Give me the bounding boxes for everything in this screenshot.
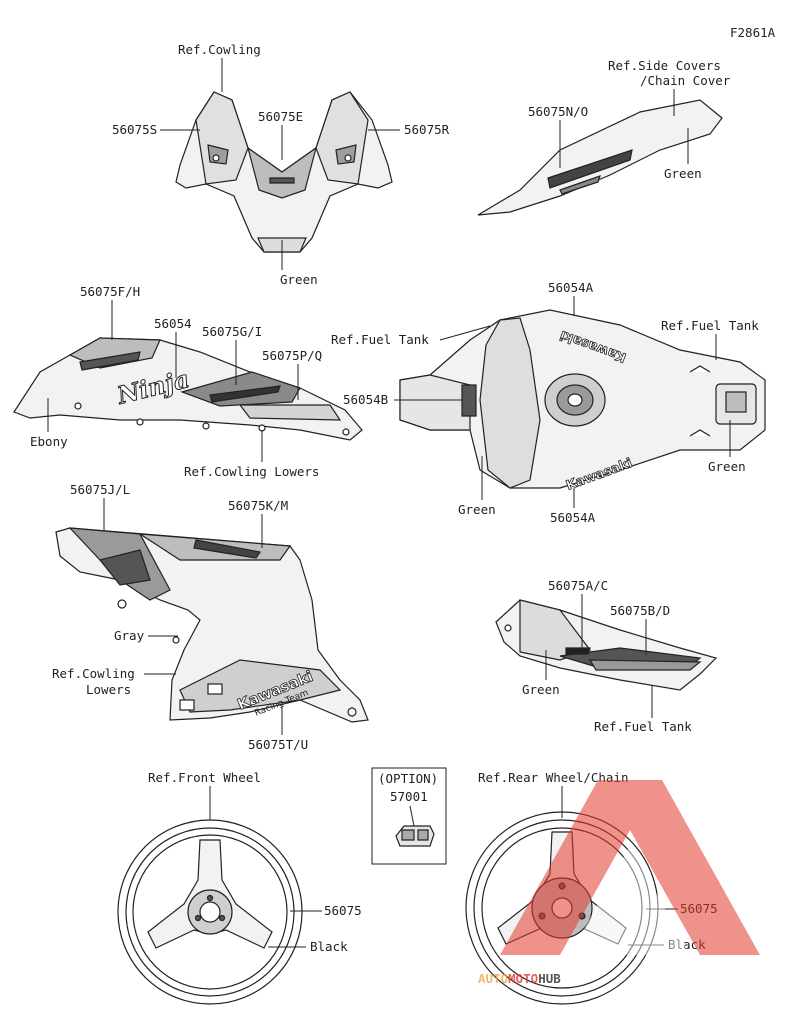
watermark-text: AUTOMOTOHUB	[478, 971, 561, 986]
label-56054: 56054	[154, 316, 192, 331]
watermark-auto: AUTO	[478, 971, 508, 986]
label-option: (OPTION)	[378, 771, 438, 786]
watermark-hub: HUB	[538, 971, 561, 986]
label-56075FH: 56075F/H	[80, 284, 140, 299]
label-56054A-bottom: 56054A	[550, 510, 596, 525]
watermark-logo	[500, 780, 760, 955]
fuel-tank	[399, 309, 766, 489]
label-green-tank-right: Green	[708, 459, 746, 474]
label-black-front: Black	[310, 939, 348, 954]
label-green-tank-left: Green	[458, 502, 496, 517]
label-green-tail: Green	[522, 682, 560, 697]
label-ebony: Ebony	[30, 434, 68, 449]
label-ref-front-wheel: Ref.Front Wheel	[148, 770, 261, 785]
label-ref-fuel-tank-tail: Ref.Fuel Tank	[594, 719, 692, 734]
watermark-moto: MOTO	[508, 971, 538, 986]
label-ref-rear-wheel: Ref.Rear Wheel/Chain	[478, 770, 629, 785]
label-chain-cover: /Chain Cover	[640, 73, 731, 88]
label-ref-fuel-tank-right: Ref.Fuel Tank	[661, 318, 759, 333]
label-56075JL: 56075J/L	[70, 482, 130, 497]
front-wheel	[117, 819, 303, 1005]
side-fairing	[13, 337, 363, 441]
label-green-side: Green	[664, 166, 702, 181]
label-ref-side-covers: Ref.Side Covers	[608, 58, 721, 73]
side-cover	[477, 99, 723, 216]
label-56075BD: 56075B/D	[610, 603, 670, 618]
label-ref-cowling: Ref.Cowling	[178, 42, 261, 57]
option-box	[371, 767, 447, 865]
label-gray: Gray	[114, 628, 145, 643]
label-56075GI: 56075G/I	[202, 324, 262, 339]
label-56075NO: 56075N/O	[528, 104, 588, 119]
tail-cowl	[495, 599, 718, 691]
lower-cowling	[55, 527, 369, 723]
label-ref-fuel-tank-left: Ref.Fuel Tank	[331, 332, 429, 347]
label-56054A-top: 56054A	[548, 280, 594, 295]
label-56075KM: 56075K/M	[228, 498, 288, 513]
label-ref-cowling-lowers-2b: Lowers	[86, 682, 131, 697]
label-ref-cowling-lowers-1: Ref.Cowling Lowers	[184, 464, 319, 479]
upper-cowling	[175, 91, 393, 253]
label-56075R: 56075R	[404, 122, 450, 137]
label-56075AC: 56075A/C	[548, 578, 608, 593]
label-ref-cowling-lowers-2a: Ref.Cowling	[52, 666, 135, 681]
label-56075-front: 56075	[324, 903, 362, 918]
label-56075E: 56075E	[258, 109, 303, 124]
label-56075TU: 56075T/U	[248, 737, 308, 752]
label-green-cowl: Green	[280, 272, 318, 287]
label-56075PQ: 56075P/Q	[262, 348, 322, 363]
diagram-code: F2861A	[730, 25, 776, 40]
label-56075S: 56075S	[112, 122, 157, 137]
label-57001: 57001	[390, 789, 428, 804]
label-56054B: 56054B	[343, 392, 388, 407]
